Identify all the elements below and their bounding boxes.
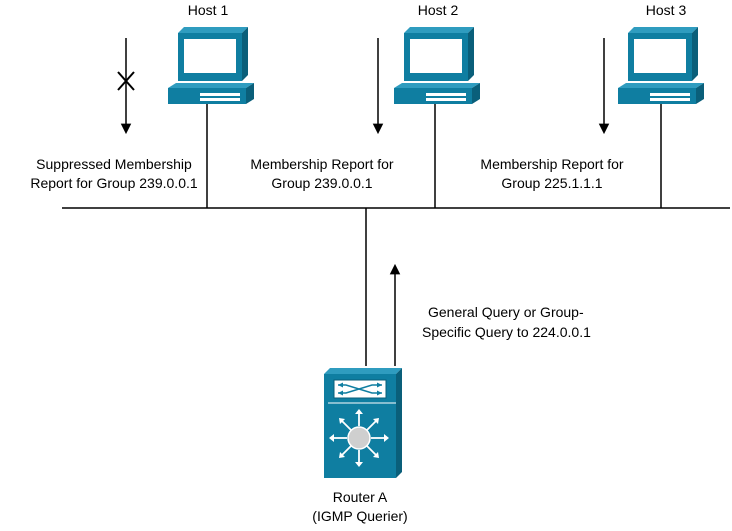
suppressed-x-icon xyxy=(117,71,135,91)
host-3-label: Host 3 xyxy=(645,2,687,18)
router-role-label: (IGMP Querier) xyxy=(312,508,408,524)
host-1-label: Host 1 xyxy=(187,2,229,18)
host-3-computer-icon xyxy=(618,27,704,104)
router-name-label: Router A xyxy=(332,489,388,505)
host-2-label: Host 2 xyxy=(417,2,459,18)
host-1-computer-icon xyxy=(168,27,254,104)
host-2-computer-icon xyxy=(394,27,480,104)
router-switch-icon xyxy=(324,368,402,478)
